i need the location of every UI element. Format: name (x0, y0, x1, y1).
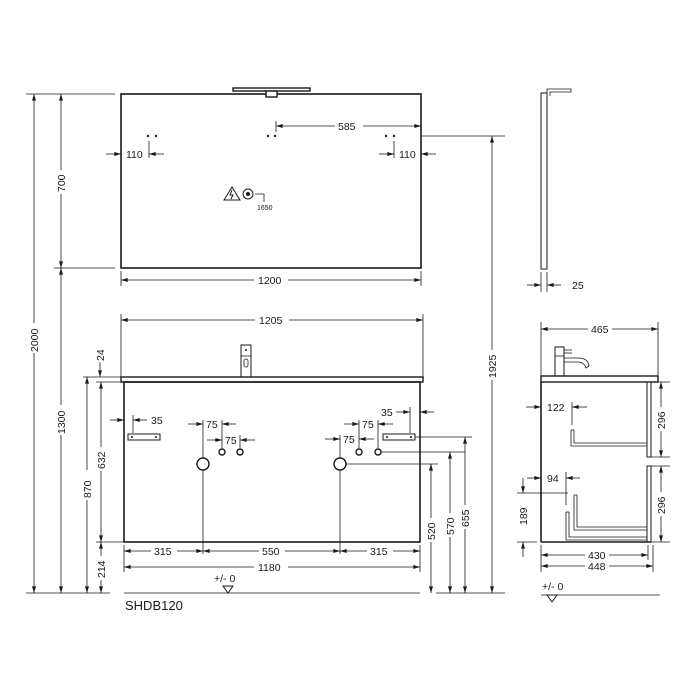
ground-level-triangle-icon (546, 594, 558, 603)
dim-cabinet-height: 632 (96, 451, 108, 469)
supply-left-2 (236, 448, 244, 456)
dim-mirror-height: 700 (56, 174, 68, 192)
mirror-front-view: 110 110 585 1650 1200 (106, 87, 436, 287)
side-level-label: +/- 0 (542, 581, 563, 593)
dim-top-thickness: 24 (95, 349, 107, 361)
supply-left-1 (218, 448, 226, 456)
dim-mirror-mount-height: 1925 (487, 354, 499, 378)
dim-upper-drawer-height: 296 (656, 411, 668, 429)
dim-mirror-width: 1200 (258, 275, 282, 287)
model-label: SHDB120 (125, 598, 183, 613)
supply-right-2 (374, 448, 382, 456)
washbasin-height-dimensions: 24 870 632 214 (81, 349, 124, 593)
washbasin-front-view: 1205 35 35 (110, 313, 472, 613)
level-label: +/- 0 (214, 573, 235, 585)
right-height-dimensions: 520 570 655 1925 (421, 135, 505, 594)
dim-pipe-spacing-2: 75 (225, 435, 237, 447)
dim-top-depth: 465 (591, 324, 609, 336)
dim-mirror-mount-right: 110 (399, 149, 416, 161)
dim-pipe-spacing-4: 75 (362, 419, 374, 431)
dim-drain-height: 520 (426, 522, 438, 540)
ground-level-triangle-icon (222, 585, 234, 594)
dim-bracket-height: 655 (460, 509, 472, 527)
warning-electric-icon (223, 186, 241, 201)
mirror-side-view: 25 (527, 88, 584, 292)
overall-height-dimensions: 2000 700 1300 (26, 93, 115, 594)
dim-hole-spacing: 550 (262, 546, 280, 558)
faucet-side (554, 346, 590, 377)
light-bracket (265, 90, 278, 98)
dim-top-height: 870 (82, 480, 94, 498)
dim-pipe-spacing-3: 75 (343, 434, 355, 446)
dim-lower-drawer-height: 296 (656, 496, 668, 514)
bracket-left (127, 433, 161, 441)
dim-total-height: 2000 (29, 328, 41, 352)
dim-right-hole-offset: 315 (370, 546, 388, 558)
dim-bracket-left: 35 (151, 415, 163, 427)
dim-mirror-depth: 25 (572, 280, 584, 292)
dim-drawer-depth: 430 (588, 550, 606, 562)
dim-bracket-right: 35 (381, 407, 393, 419)
dim-top-width: 1205 (259, 315, 283, 327)
cabinet-side-view: 465 122 (517, 322, 670, 603)
dim-supply-height: 570 (445, 517, 457, 535)
supply-right-1 (355, 448, 363, 456)
cabinet-body (123, 381, 421, 543)
dim-left-hole-offset: 315 (154, 546, 172, 558)
drain-left (196, 457, 210, 471)
dim-pipe-spacing-1: 75 (206, 419, 218, 431)
faucet-front (240, 344, 252, 378)
dim-socket-height: 1650 (257, 205, 273, 212)
dim-center-mount: 585 (338, 121, 356, 133)
dim-cabinet-width: 1180 (258, 562, 281, 574)
dim-plinth-height: 214 (96, 560, 108, 578)
dim-drawer-inset: 122 (547, 402, 565, 414)
dim-mirror-bottom-height: 1300 (56, 410, 68, 434)
dim-cabinet-depth: 448 (588, 561, 606, 573)
dim-lower-drawer-offset-height: 189 (518, 507, 530, 525)
drain-right (333, 457, 347, 471)
mount-points (146, 134, 396, 138)
dim-lower-drawer-inset: 94 (547, 473, 559, 485)
socket-icon (242, 188, 254, 200)
dim-mirror-mount-left: 110 (126, 149, 143, 161)
